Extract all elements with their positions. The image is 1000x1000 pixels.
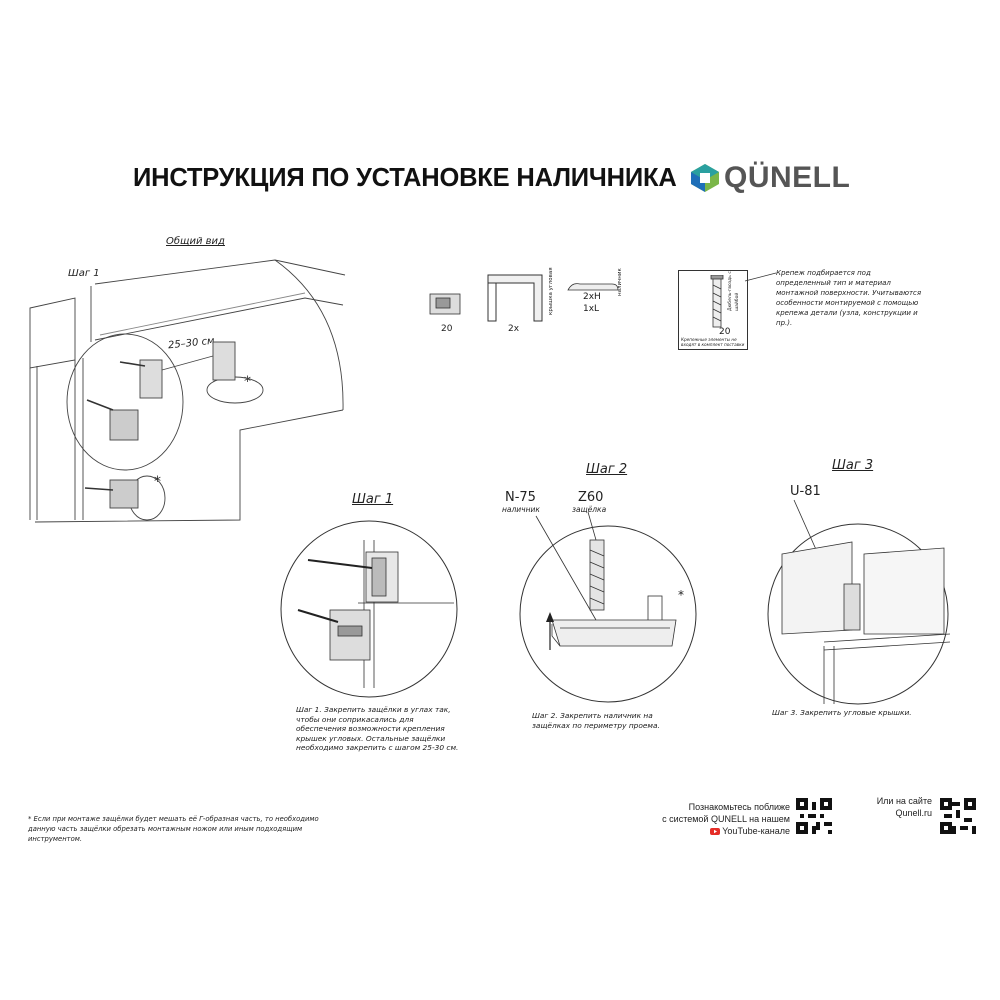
part-casing-count-2: 1xL (583, 304, 600, 314)
youtube-icon (709, 828, 720, 835)
part-casing-side-label: наличник (617, 268, 623, 296)
promo-line-3-row[interactable]: YouTube-канале (640, 825, 790, 837)
step3-label: Шаг 3 (832, 458, 874, 473)
page-title: ИНСТРУКЦИЯ ПО УСТАНОВКЕ НАЛИЧНИКА (133, 164, 677, 192)
site-line-1: Или на сайте (876, 796, 932, 806)
fastener-guidance-note: Крепеж подбирается под определенный тип … (776, 269, 922, 327)
part-clip-icon (429, 293, 461, 315)
promo-line-2: с системой QUNELL на нашем (662, 814, 790, 824)
step2-label: Шаг 2 (586, 462, 628, 477)
promo-line-1: Познакомьтесь поближе (688, 802, 790, 812)
part-corner-cap-icon (487, 274, 543, 322)
part-clip-count: 20 (441, 324, 453, 334)
step2-callout-clip: Z60 (578, 490, 604, 505)
part-casing-icon (567, 283, 619, 291)
step3-callout-cap: U-81 (790, 484, 821, 499)
site-line-2[interactable]: Qunell.ru (895, 808, 932, 818)
website-promo: Или на сайте Qunell.ru (866, 795, 932, 819)
fastener-side-label: Дюбель-гвоздь с шайбой (728, 271, 740, 311)
step2-caption-text: Закрепить наличник на защёлках по периме… (532, 711, 660, 730)
step2-caption-lead: Шаг 2. (532, 711, 558, 720)
step3-caption-lead: Шаг 3. (772, 708, 798, 717)
step2-callout-clip-sub: защёлка (572, 505, 607, 514)
overview-drawing (29, 259, 346, 523)
overview-asterisk-1: * (244, 374, 251, 390)
step1-caption-text: Закрепить защёлки в углах так, чтобы они… (296, 705, 459, 753)
youtube-promo: Познакомьтесь поближе с системой QUNELL … (640, 801, 790, 837)
dowel-nail-icon (710, 275, 724, 328)
step2-asterisk: * (678, 588, 684, 602)
fastener-count: 20 (719, 327, 731, 337)
step2-detail-drawing (519, 511, 697, 703)
qunell-logo-icon (691, 164, 719, 192)
promo-line-3: YouTube-канале (722, 826, 790, 836)
overview-label: Общий вид (166, 236, 225, 247)
step3-caption: Шаг 3. Закрепить угловые крышки. (772, 708, 912, 718)
fastener-note: Крепежные элементы не входят в комплект … (681, 337, 745, 347)
step1-detail-drawing (280, 520, 458, 698)
step2-callout-casing-sub: наличник (502, 505, 540, 514)
part-corner-cap-count: 2x (508, 324, 520, 334)
overview-asterisk-2: * (154, 474, 161, 490)
brand-name: QÜNELL (724, 161, 851, 194)
step1-label: Шаг 1 (352, 492, 394, 507)
step1-caption-lead: Шаг 1. (296, 705, 322, 714)
youtube-qr-code-icon[interactable] (796, 798, 832, 834)
step1-caption: Шаг 1. Закрепить защёлки в углах так, чт… (296, 705, 462, 753)
part-corner-cap-side-label: крышка угловая (548, 267, 554, 315)
step2-callout-casing: N-75 (505, 490, 536, 505)
step3-detail-drawing (767, 499, 951, 705)
fastener-box: Дюбель-гвоздь с шайбой 20 Крепежные элем… (678, 270, 748, 350)
step3-caption-text: Закрепить угловые крышки. (800, 708, 912, 717)
part-casing-count: 2xH (583, 292, 601, 302)
footnote: * Если при монтаже защёлки будет мешать … (28, 815, 319, 843)
website-qr-code-icon[interactable] (940, 798, 976, 834)
note-leader-line (744, 272, 777, 282)
step2-caption: Шаг 2. Закрепить наличник на защёлках по… (532, 711, 672, 730)
overview-step-label: Шаг 1 (68, 268, 100, 279)
